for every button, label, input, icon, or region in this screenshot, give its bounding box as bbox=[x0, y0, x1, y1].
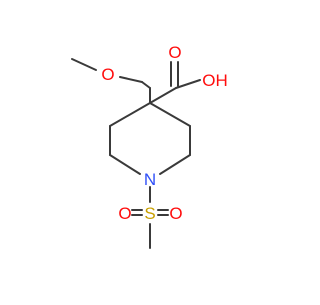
bond-n-c6 bbox=[109, 154, 141, 175]
carbonyl-oxygen-label: O bbox=[168, 43, 181, 62]
atom-labels: O O OH N S O O bbox=[101, 43, 227, 223]
hydroxyl-label: OH bbox=[202, 71, 228, 90]
sulfonyl-oxygen-right-label: O bbox=[169, 204, 182, 223]
structure-canvas: O O OH N S O O bbox=[71, 43, 228, 249]
bond-ch2-o bbox=[119, 76, 143, 83]
bond-c2-n bbox=[159, 154, 191, 175]
bond-ccooh-oh bbox=[175, 79, 201, 89]
nitrogen-label: N bbox=[144, 170, 156, 189]
bonds bbox=[71, 58, 201, 249]
bond-o-ch3 bbox=[71, 58, 97, 71]
bond-c5-c4 bbox=[109, 102, 151, 127]
ether-oxygen-label: O bbox=[101, 65, 114, 84]
sulfonyl-oxygen-left-label: O bbox=[118, 204, 131, 223]
bond-ch2-ch2b bbox=[141, 81, 151, 89]
bond-c4-c3 bbox=[149, 102, 191, 127]
molecule-structure: O O OH N S O O bbox=[71, 43, 228, 249]
bond-c4-ccooh bbox=[149, 87, 177, 104]
sulfur-label: S bbox=[144, 204, 155, 223]
